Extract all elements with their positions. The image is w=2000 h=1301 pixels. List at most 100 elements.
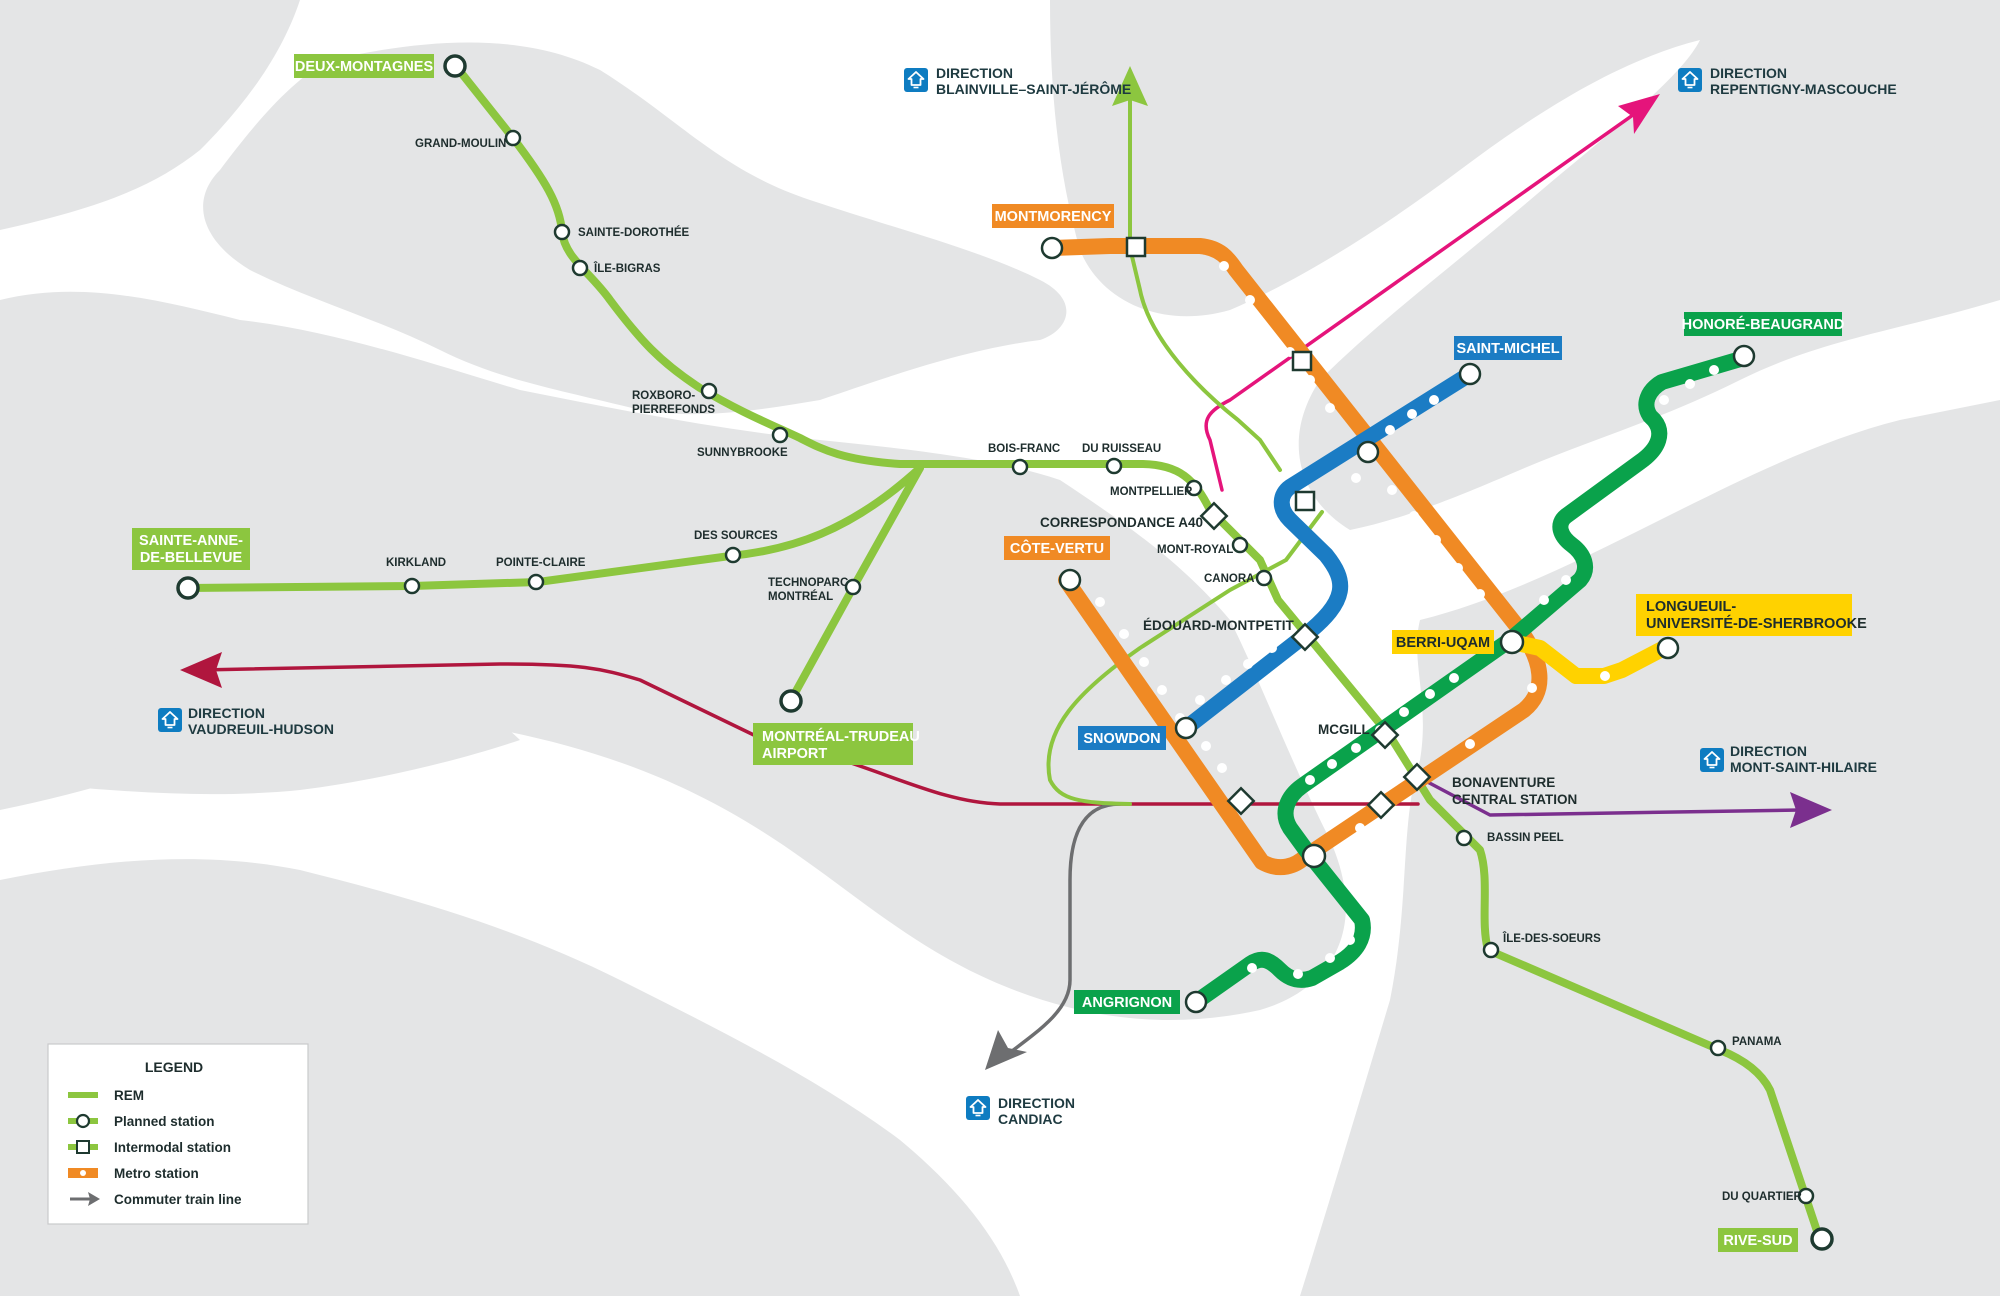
arrow-mont-saint-hilaire — [1790, 792, 1832, 828]
legend-label-rem: REM — [114, 1088, 144, 1103]
train-icon — [1699, 747, 1725, 773]
direction-label-vaudreuil-2: VAUDREUIL-HUDSON — [188, 721, 334, 737]
station-marker-bassin-peel — [1455, 829, 1473, 847]
terminal-label-rive-sud: RIVE-SUD — [1723, 1233, 1792, 1249]
legend-label-commuter: Commuter train line — [114, 1192, 242, 1207]
metro-dot — [1355, 823, 1365, 833]
terminal-label-snowdon: SNOWDON — [1083, 731, 1160, 747]
terminal-label-sainte-anne-1: SAINTE-ANNE- — [139, 533, 243, 549]
terminal-marker-airport — [779, 689, 803, 713]
metro-dot — [1157, 685, 1167, 695]
terminal-marker-berri-uqam — [1499, 629, 1525, 655]
terminal-label-saint-michel: SAINT-MICHEL — [1456, 341, 1559, 357]
intermodal-marker-repentigny-crossing — [1291, 350, 1313, 372]
terminal-label-deux-montagnes: DEUX-MONTAGNES — [295, 59, 434, 75]
station-marker-bois-franc — [1011, 458, 1029, 476]
terminal-box-longueuil — [1636, 594, 1852, 636]
metro-dot — [1425, 689, 1435, 699]
land-laval-island — [203, 42, 1067, 415]
station-marker-mont-royal — [1231, 536, 1249, 554]
station-label-sunnybrooke: SUNNYBROOKE — [697, 447, 788, 459]
commuter-train-lines — [180, 94, 1832, 1070]
intermodal-marker-edouard-montpetit — [1290, 622, 1320, 652]
terminal-label-longueuil-1: LONGUEUIL- — [1646, 599, 1736, 615]
station-label-grand-moulin: GRAND-MOULIN — [415, 138, 506, 150]
metro-dot — [1539, 595, 1549, 605]
station-labels: GRAND-MOULIN SAINTE-DOROTHÉE ÎLE-BIGRAS … — [386, 138, 1803, 1203]
metro-dot — [1119, 629, 1129, 639]
terminal-box-snowdon — [1078, 726, 1166, 750]
station-marker-canora — [1255, 569, 1273, 587]
metro-dot — [1327, 759, 1337, 769]
terminal-box-saint-michel — [1454, 336, 1562, 360]
direction-label-blainville-1: DIRECTION — [936, 65, 1013, 81]
metro-dot — [1635, 487, 1645, 497]
metro-dot — [1387, 485, 1397, 495]
metro-dot — [1657, 469, 1667, 479]
station-label-edouard-montpetit: ÉDOUARD-MONTPETIT — [1143, 618, 1294, 633]
legend-planned-icon — [75, 1113, 91, 1129]
station-label-ile-bigras: ÎLE-BIGRAS — [593, 262, 661, 275]
station-label-montpellier: MONTPELLIER — [1110, 486, 1193, 498]
metro-dot — [1453, 563, 1463, 573]
terminal-label-angrignon: ANGRIGNON — [1082, 995, 1172, 1011]
legend-metro-icon — [80, 1170, 86, 1176]
legend-label-intermodal: Intermodal station — [114, 1140, 231, 1155]
station-label-correspondance-a40: CORRESPONDANCE A40 — [1040, 515, 1203, 530]
train-icon — [157, 707, 183, 733]
metro-dot — [1267, 643, 1277, 653]
metro-dot — [1407, 409, 1417, 419]
station-marker-sunnybrooke — [771, 426, 789, 444]
intermodal-marker-bonaventure-metro — [1366, 790, 1396, 820]
station-marker-du-ruisseau — [1105, 457, 1123, 475]
land-montreal-island — [0, 291, 1346, 1021]
metro-dot — [1221, 675, 1231, 685]
direction-label-mont-saint-hilaire-1: DIRECTION — [1730, 743, 1807, 759]
direction-candiac: DIRECTION CANDIAC — [965, 1095, 1075, 1127]
terminal-label-honore-beaugrand: HONORÉ-BEAUGRAND — [1682, 316, 1845, 333]
station-marker-des-sources — [724, 546, 742, 564]
arrow-vaudreuil — [180, 652, 222, 688]
station-label-bonaventure-1: BONAVENTURE — [1452, 775, 1555, 790]
metro-dot — [1429, 395, 1439, 405]
terminal-label-berri-uqam: BERRI-UQAM — [1396, 635, 1490, 651]
station-marker-technoparc — [844, 578, 862, 596]
metro-yellow-line — [1504, 634, 1676, 684]
metro-dot — [1139, 657, 1149, 667]
direction-label-repentigny-2: REPENTIGNY-MASCOUCHE — [1710, 81, 1897, 97]
metro-dot — [1351, 743, 1361, 753]
intermodal-marker-blue-crossing — [1294, 490, 1316, 512]
arrow-candiac — [985, 1030, 1027, 1070]
metro-dot — [1305, 375, 1315, 385]
direction-label-repentigny-1: DIRECTION — [1710, 65, 1787, 81]
terminal-box-deux-montagnes — [294, 54, 434, 78]
metro-dot — [1431, 535, 1441, 545]
metro-terminal-labels: MONTMORENCY CÔTE-VERTU SAINT-MICHEL SNOW… — [992, 204, 1867, 1014]
station-label-bonaventure-2: CENTRAL STATION — [1452, 792, 1577, 807]
terminal-box-honore-beaugrand — [1684, 312, 1842, 336]
terminal-box-sainte-anne — [132, 528, 250, 570]
station-marker-pointe-claire — [527, 573, 545, 591]
metro-terminal-stations — [1040, 236, 1756, 1014]
metro-dot — [1399, 707, 1409, 717]
intermodal-marker-bonaventure — [1402, 762, 1432, 792]
terminal-label-airport-2: AIRPORT — [762, 746, 827, 762]
legend-label-planned: Planned station — [114, 1114, 215, 1129]
metro-dot — [1465, 739, 1475, 749]
rem-line-deux-montagnes — [451, 61, 1824, 1244]
commuter-line-mont-saint-hilaire — [1418, 776, 1802, 817]
terminal-marker-sainte-anne — [176, 576, 200, 600]
terminal-marker-cote-vertu — [1058, 568, 1082, 592]
terminal-marker-angrignon — [1184, 990, 1208, 1014]
train-icon — [903, 67, 929, 93]
metro-dot — [1245, 295, 1255, 305]
direction-label-vaudreuil-1: DIRECTION — [188, 705, 265, 721]
terminal-box-berri-uqam — [1392, 630, 1494, 654]
rem-line-connector-a40 — [1128, 246, 1282, 472]
terminal-marker-deux-montagnes — [443, 54, 467, 78]
metro-dot — [1561, 575, 1571, 585]
commuter-line-repentigny — [1204, 108, 1642, 492]
station-marker-grand-moulin — [504, 129, 522, 147]
direction-vaudreuil: DIRECTION VAUDREUIL-HUDSON — [157, 705, 334, 737]
metro-dot — [1685, 379, 1695, 389]
